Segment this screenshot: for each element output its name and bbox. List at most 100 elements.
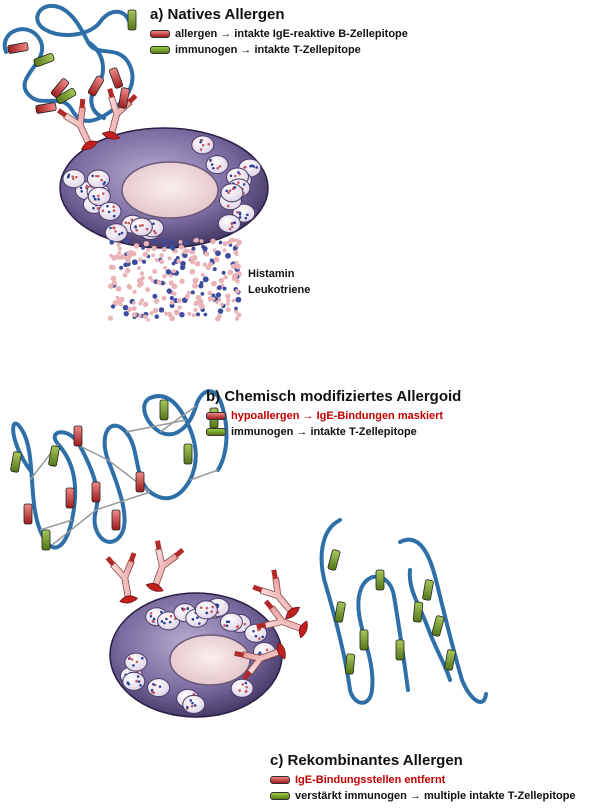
released-mediator (164, 243, 168, 247)
released-mediator (217, 285, 222, 290)
t-cell-epitope (444, 649, 455, 670)
mediator-dot (136, 661, 139, 664)
released-mediator (210, 239, 215, 244)
mediator-dot (227, 191, 230, 194)
mediator-dot (229, 228, 232, 231)
released-mediator (172, 269, 176, 273)
released-mediator (227, 240, 231, 244)
released-mediator (132, 306, 137, 311)
mediator-dot (72, 178, 75, 181)
antibody-tip (271, 569, 277, 579)
released-mediator (189, 250, 193, 254)
released-mediator (177, 298, 182, 303)
released-mediator (178, 305, 182, 309)
mediator-dot (159, 685, 162, 688)
antibody-tip (155, 540, 161, 550)
released-mediator (123, 256, 127, 260)
released-mediator (210, 258, 214, 262)
panel-a-legend-red: allergen → intakte IgE-reaktive B-Zellep… (150, 28, 408, 40)
released-mediator (159, 253, 164, 258)
mediator-dot (183, 608, 186, 611)
antibody-tip (107, 88, 114, 98)
b-cell-epitope (109, 67, 123, 89)
released-mediator (116, 242, 120, 246)
mediator-dot (92, 195, 95, 198)
panel-b-legend-green-text: immunogen → intakte T-Zellepitope (231, 426, 417, 438)
mediator-dot (71, 175, 74, 178)
released-mediator (119, 266, 123, 270)
t-cell-epitope (10, 451, 21, 472)
mediator-dot (230, 174, 233, 177)
mediator-dot (161, 620, 164, 623)
released-mediator (196, 312, 200, 316)
mediator-dot (190, 699, 193, 702)
released-mediator (137, 278, 143, 284)
released-mediator (134, 243, 140, 249)
mediator-dot (191, 705, 194, 708)
mediator-dot (154, 232, 157, 235)
b-cell-epitope (112, 510, 120, 530)
released-mediator (180, 265, 185, 270)
released-mediator (132, 259, 138, 265)
mediator-dot (196, 616, 199, 619)
mediator-dot (151, 689, 154, 692)
t-cell-epitope (128, 10, 136, 30)
released-mediator (236, 240, 242, 246)
released-mediator (170, 300, 174, 304)
mediator-dot (246, 214, 249, 217)
released-mediator (179, 240, 183, 244)
mediator-dot (97, 198, 100, 201)
released-mediator (128, 251, 134, 257)
released-mediator (189, 256, 194, 261)
released-mediator (206, 265, 211, 270)
released-mediator (193, 301, 198, 306)
mediator-dot (134, 226, 137, 229)
released-mediator (132, 312, 137, 317)
mediator-dot (212, 167, 215, 170)
released-mediator (137, 266, 141, 270)
b-cell-epitope-swatch (270, 776, 290, 784)
t-cell-epitope-swatch (270, 792, 290, 800)
released-mediator (237, 312, 242, 317)
released-mediator (192, 313, 196, 317)
panel-b-title: b) Chemisch modifiziertes Allergoid (206, 388, 461, 405)
released-mediator (185, 294, 190, 299)
released-mediator (226, 298, 230, 302)
released-mediator (215, 250, 221, 256)
antibody-tip (129, 552, 137, 562)
released-mediator (211, 281, 217, 287)
mediator-dot (216, 167, 219, 170)
released-mediator (201, 273, 205, 277)
released-mediator (140, 271, 144, 275)
mediator-dot (80, 190, 83, 193)
b-cell-epitope (24, 504, 32, 524)
mediator-dot (141, 657, 144, 660)
released-mediator (235, 264, 239, 268)
released-mediator (116, 286, 122, 292)
t-cell-epitope (432, 615, 445, 636)
released-mediator (227, 269, 233, 275)
released-mediator (117, 299, 122, 304)
antibody-tip (79, 99, 85, 108)
released-mediator (223, 275, 227, 279)
mediator-dot (245, 217, 248, 220)
released-mediator (108, 316, 113, 321)
mediator-dot (139, 684, 142, 687)
released-mediator (217, 314, 222, 319)
mediator-dot (234, 186, 237, 189)
t-cell-epitope (396, 640, 404, 660)
mediator-dot (261, 636, 264, 639)
b-cell-epitope (136, 472, 144, 492)
mediator-dot (225, 190, 228, 193)
mediator-dot (219, 165, 222, 168)
mediator-dot (258, 637, 261, 640)
released-mediator (232, 299, 236, 303)
released-mediator (200, 239, 204, 243)
mediator-dot (118, 233, 121, 236)
antibody-body (110, 559, 140, 598)
mediator-dot (243, 183, 246, 186)
released-mediator (164, 312, 168, 316)
secretory-granule (130, 218, 152, 236)
released-mediator (194, 278, 199, 283)
released-mediator (184, 240, 189, 245)
